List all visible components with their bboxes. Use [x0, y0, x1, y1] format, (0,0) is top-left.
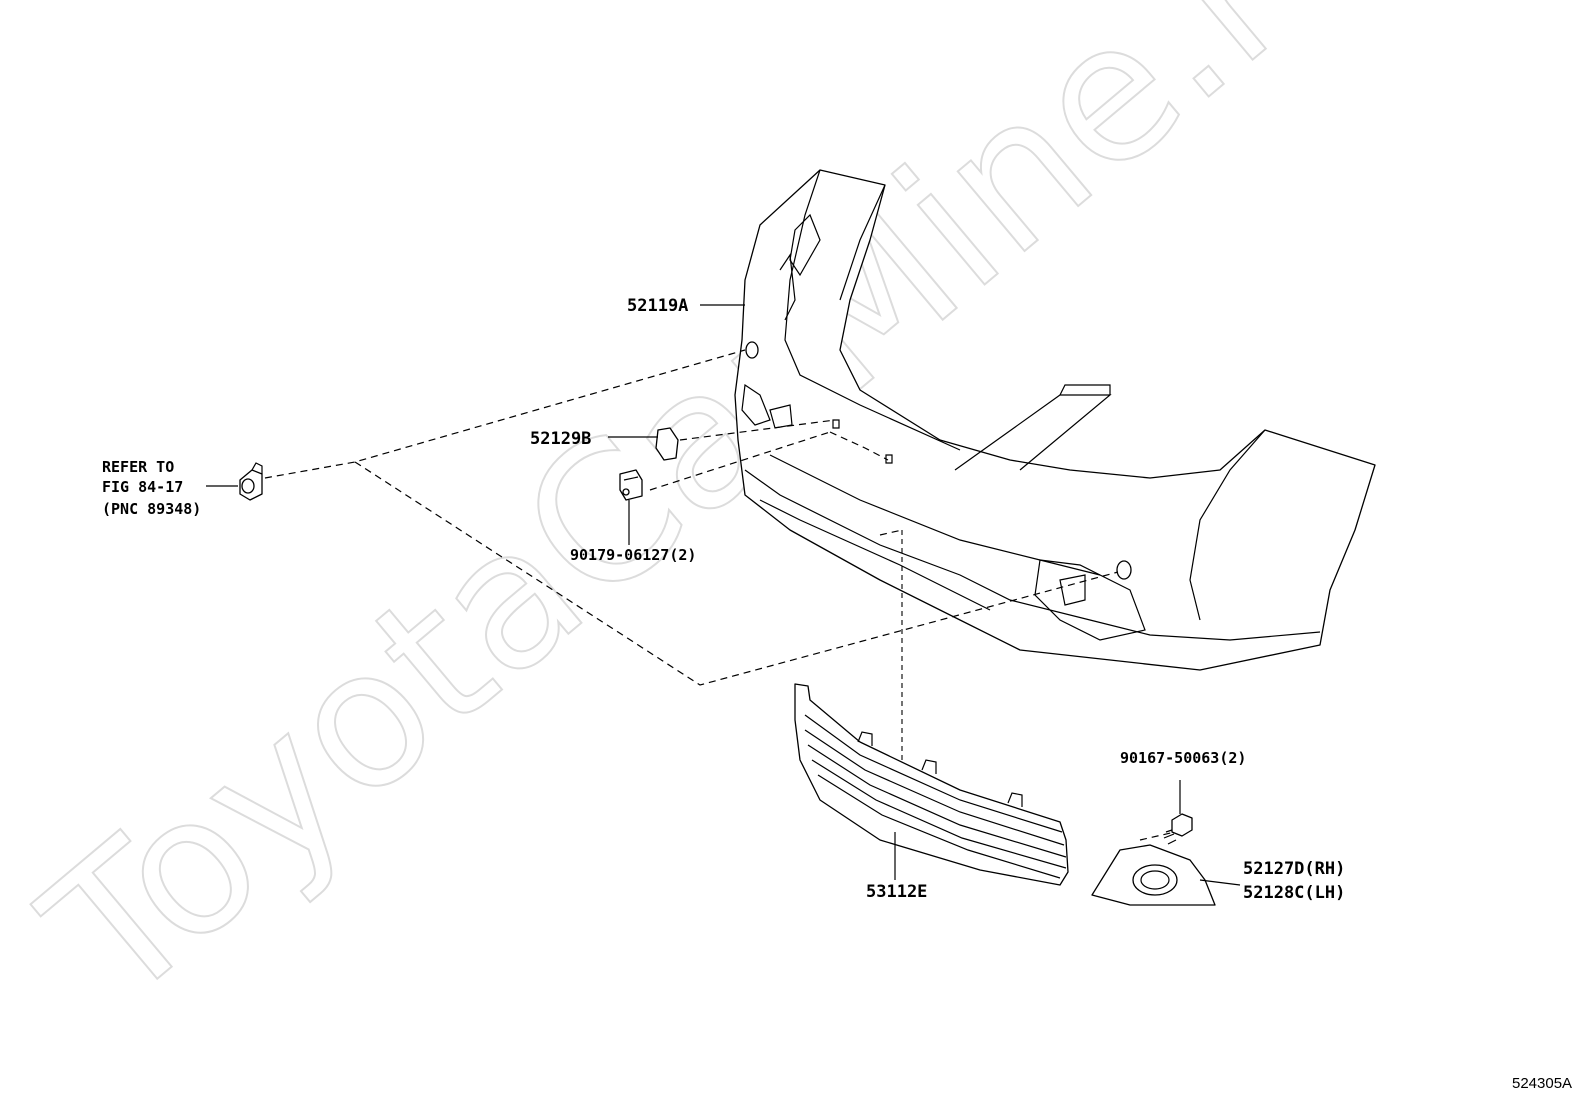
callout-refer-to-line1: REFER TO: [102, 458, 174, 476]
lower-grille: [794, 683, 1069, 886]
clip-part: [619, 469, 643, 501]
leader-lines: [206, 304, 1241, 886]
callout-52119a: 52119A: [627, 296, 688, 316]
callout-90179-06127: 90179-06127(2): [570, 546, 696, 564]
callout-refer-to-line3: (PNC 89348): [102, 500, 201, 518]
fog-lamp-cover: [1091, 844, 1216, 906]
figure-id: 524305A: [1512, 1075, 1572, 1092]
callout-90167-50063: 90167-50063(2): [1120, 749, 1246, 767]
assembly-guide-lines: [264, 349, 1176, 841]
callout-53112e: 53112E: [866, 882, 927, 902]
screw-part: [1163, 813, 1193, 845]
callout-52128c-lh: 52128C(LH): [1243, 883, 1345, 903]
callout-52129b: 52129B: [530, 429, 591, 449]
callout-52127d-rh: 52127D(RH): [1243, 859, 1345, 879]
cap-part: [655, 427, 679, 461]
callout-refer-to-line2: FIG 84-17: [102, 478, 183, 496]
parking-sensor-part: [239, 462, 263, 501]
front-bumper-cover: [734, 169, 1376, 671]
